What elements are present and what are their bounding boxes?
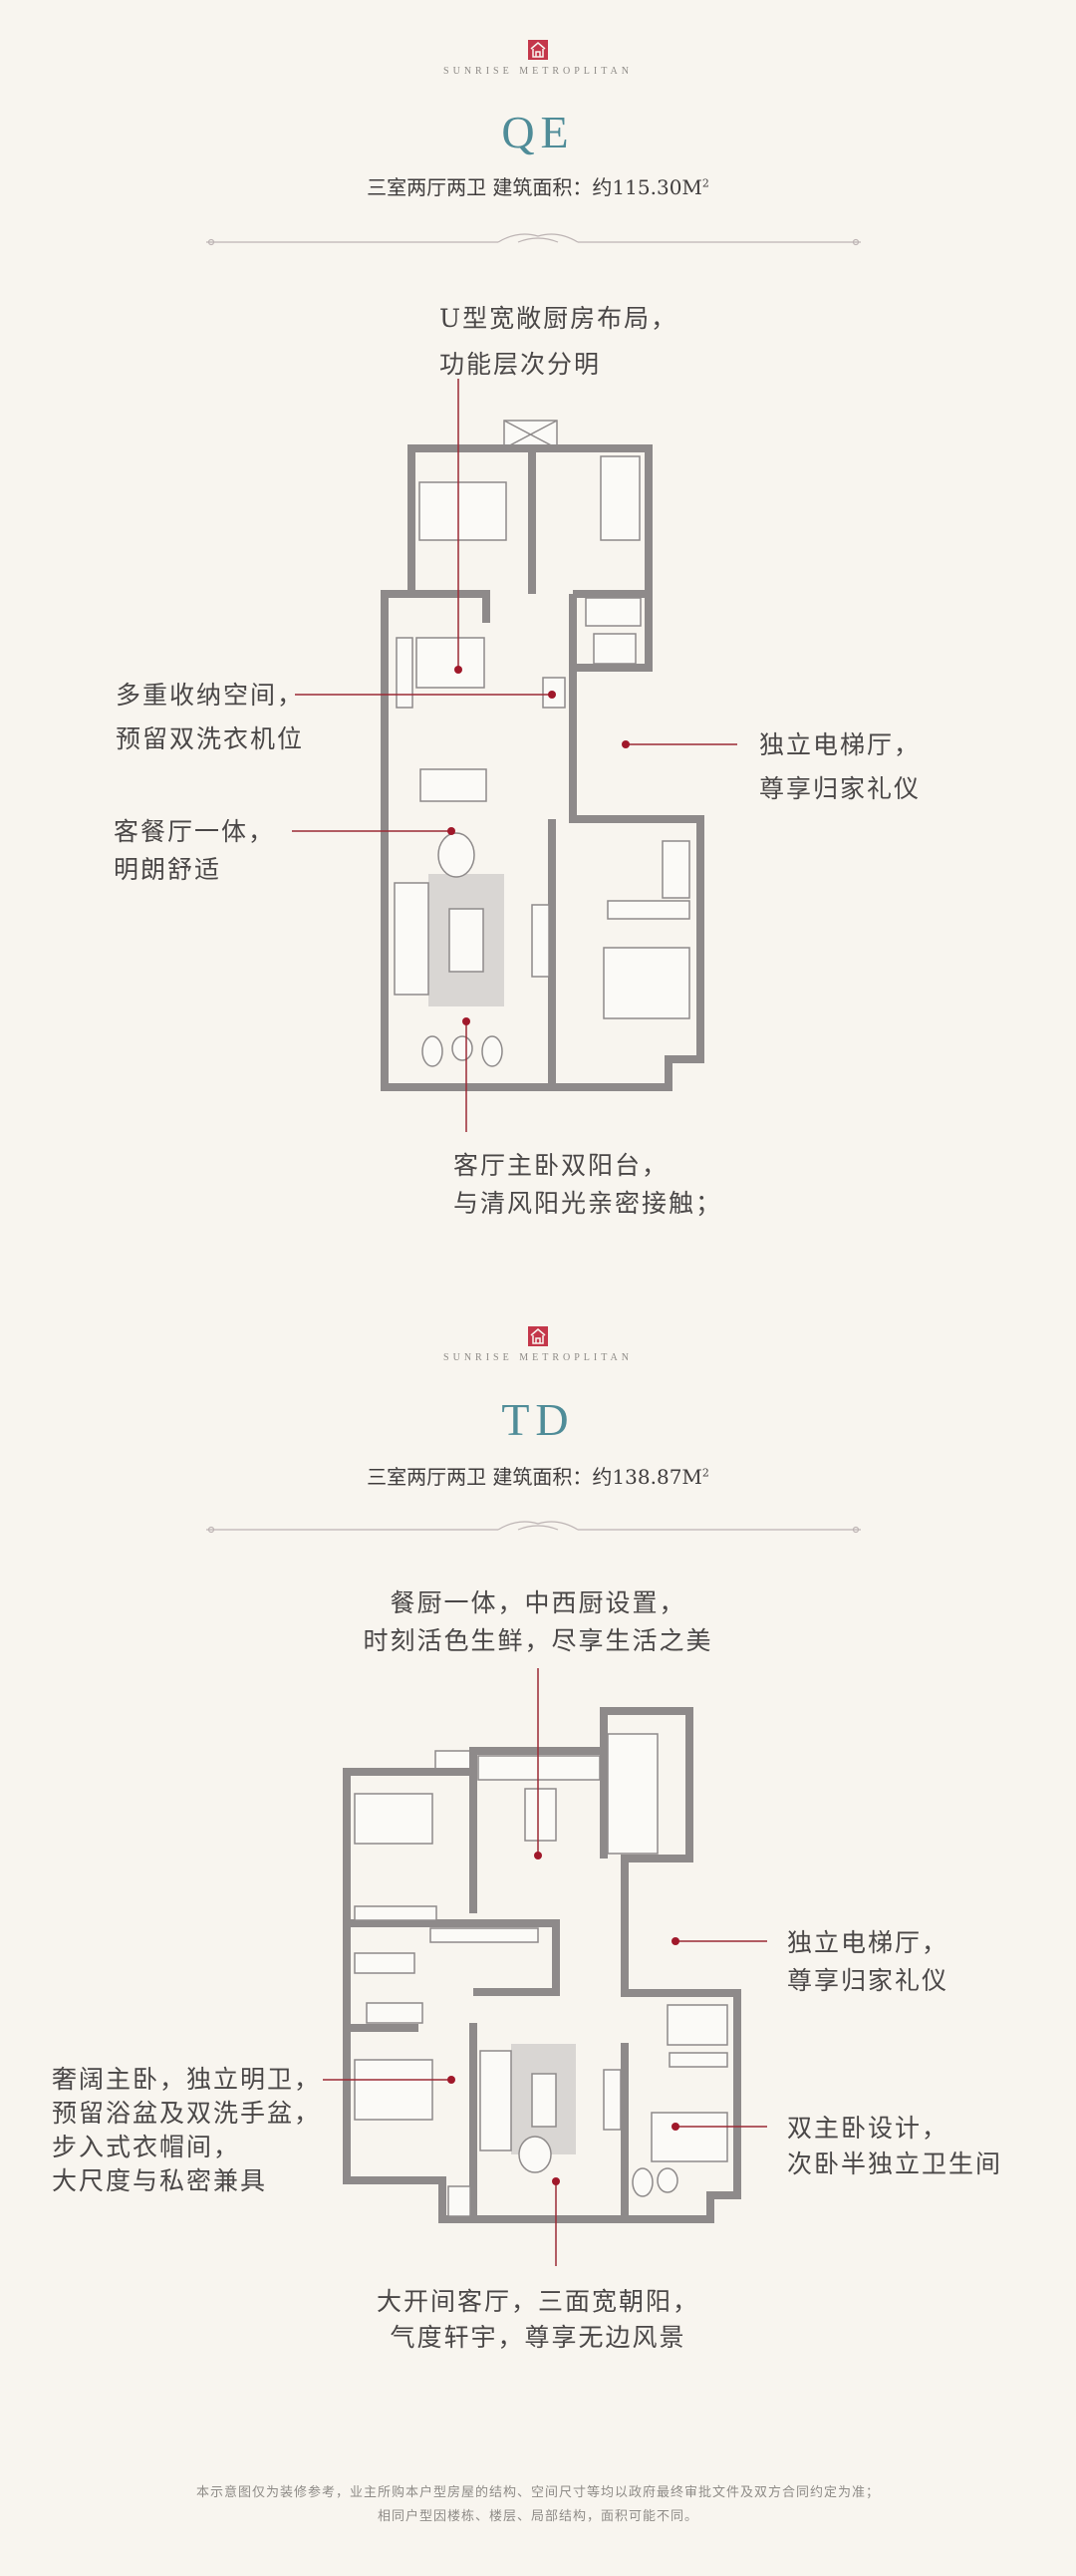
callout-line: 气度轩宇，尊享无边风景 (390, 2323, 686, 2352)
disclaimer-line: 本示意图仅为装修参考，业主所购本户型房屋的结构、空间尺寸等均以政府最终审批文件及… (195, 2485, 880, 2500)
bed-icon (418, 481, 507, 541)
wardrobe-icon (607, 900, 690, 920)
kitchen-counter-icon (477, 1755, 601, 1781)
bed-icon (354, 2059, 433, 2121)
wardrobe-icon (669, 2052, 728, 2068)
plan-title-td: TD (501, 1394, 575, 1445)
callout-line: 奢阔主卧，独立明卫， (52, 2065, 322, 2094)
washer-icon (447, 2185, 471, 2217)
callout-line: 尊享归家礼仪 (759, 774, 922, 803)
bed-icon (603, 947, 690, 1019)
callout-line: 客厅主卧双阳台， (453, 1151, 670, 1180)
qe-balcony-callout: 客厅主卧双阳台， 与清风阳光亲密接触； (453, 1148, 722, 1222)
toilet-icon (593, 633, 637, 665)
callout-line: 功能层次分明 (439, 350, 602, 379)
tv-console-icon (603, 2069, 622, 2131)
callout-line: 双主卧设计， (787, 2114, 949, 2143)
tv-console-icon (531, 904, 550, 978)
brand-logo-icon (528, 40, 548, 60)
disclaimer: 本示意图仅为装修参考，业主所购本户型房屋的结构、空间尺寸等均以政府最终审批文件及… (0, 2481, 1076, 2529)
kitchen-counter-icon (415, 637, 485, 689)
coffee-table-icon (448, 908, 484, 973)
plan-spec-sup: 2 (701, 1466, 709, 1480)
bed-icon (651, 2112, 728, 2162)
bathtub-icon (366, 2002, 423, 2024)
callout-line: U型宽敞厨房布局， (439, 304, 678, 333)
plan-spec-qe: 三室两厅两卫 建筑面积：约115.30M2 (0, 171, 1076, 200)
washer-icon (542, 677, 566, 709)
qe-leader-lines (292, 379, 737, 1132)
callout-line: 大开间客厅，三面宽朝阳， (376, 2287, 699, 2316)
qe-living-callout: 客餐厅一体， 明朗舒适 (114, 814, 275, 888)
td-living-callout: 大开间客厅，三面宽朝阳， 气度轩宇，尊享无边风景 (0, 2284, 1076, 2356)
td-kitchen-callout: 餐厨一体，中西厨设置， 时刻活色生鲜，尽享生活之美 (0, 1585, 1076, 1659)
td-leader-lines (323, 1668, 767, 2266)
sink-icon (396, 637, 413, 709)
dining-table-icon (524, 1788, 557, 1842)
qe-storage-callout: 多重收纳空间， 预留双洗衣机位 (116, 678, 304, 757)
callout-line: 预留浴盆及双洗手盆， (52, 2099, 322, 2128)
bed-icon (354, 1793, 433, 1845)
ornamental-divider-qe (206, 233, 861, 246)
disclaimer-line: 相同户型因楼栋、楼层、局部结构，面积可能不同。 (377, 2509, 698, 2524)
floor-plan-qe (381, 420, 704, 1091)
round-table-icon (518, 2136, 552, 2173)
callout-line: 餐厨一体，中西厨设置， (390, 1588, 686, 1617)
ornamental-divider-td (206, 1521, 861, 1534)
coffee-table-icon (531, 2073, 557, 2128)
ac-unit-icon (503, 420, 558, 449)
plan-title-qe: QE (501, 107, 575, 157)
qe-kitchen-callout: U型宽敞厨房布局， 功能层次分明 (439, 301, 677, 383)
callout-line: 独立电梯厅， (759, 730, 922, 759)
double-sink-icon (354, 1952, 415, 1974)
callout-line: 时刻活色生鲜，尽享生活之美 (363, 1626, 713, 1655)
callout-line: 与清风阳光亲密接触； (453, 1189, 723, 1218)
sofa-icon (394, 882, 429, 996)
callout-line: 次卧半独立卫生间 (787, 2149, 1003, 2178)
ac-unit-icon (434, 1750, 473, 1773)
callout-line: 预留双洗衣机位 (116, 724, 305, 753)
callout-line: 客餐厅一体， (114, 817, 276, 846)
kitchen-counter-icon (607, 1733, 659, 1855)
callout-line: 步入式衣帽间， (52, 2133, 241, 2161)
brand-logo-icon (528, 1326, 548, 1346)
round-table-icon (437, 832, 475, 878)
brand-name: SUNRISE METROPLITAN (443, 66, 633, 77)
rug (511, 2044, 576, 2154)
plan-spec-sup: 2 (701, 176, 709, 190)
plan-spec-text: 三室两厅两卫 建筑面积：约115.30M (367, 175, 702, 199)
walk-in-closet-icon (429, 1927, 539, 1943)
callout-line: 多重收纳空间， (116, 681, 305, 710)
sofa-icon (479, 2050, 512, 2151)
td-master-callout: 奢阔主卧，独立明卫， 预留浴盆及双洗手盆， 步入式衣帽间， 大尺度与私密兼具 (52, 2063, 321, 2198)
qe-elevator-callout: 独立电梯厅， 尊享归家礼仪 (759, 727, 921, 807)
wardrobe-icon (354, 1905, 437, 1921)
dining-table-icon (419, 768, 487, 802)
brand-name: SUNRISE METROPLITAN (443, 1352, 633, 1363)
callout-line: 明朗舒适 (114, 855, 222, 884)
plan-spec-td: 三室两厅两卫 建筑面积：约138.87M2 (0, 1461, 1076, 1490)
td-second-bedroom-callout: 双主卧设计， 次卧半独立卫生间 (787, 2111, 1002, 2182)
bathtub-icon (662, 840, 690, 899)
wardrobe-icon (585, 597, 642, 627)
shower-icon (667, 2004, 728, 2046)
td-elevator-callout: 独立电梯厅， 尊享归家礼仪 (787, 1925, 948, 1999)
rug (428, 874, 504, 1006)
callout-line: 大尺度与私密兼具 (52, 2166, 268, 2195)
callout-line: 尊享归家礼仪 (787, 1966, 949, 1995)
floor-plan-td (343, 1707, 741, 2223)
plan-spec-text: 三室两厅两卫 建筑面积：约138.87M (367, 1465, 702, 1489)
callout-line: 独立电梯厅， (787, 1928, 949, 1957)
bed-icon (600, 455, 641, 541)
